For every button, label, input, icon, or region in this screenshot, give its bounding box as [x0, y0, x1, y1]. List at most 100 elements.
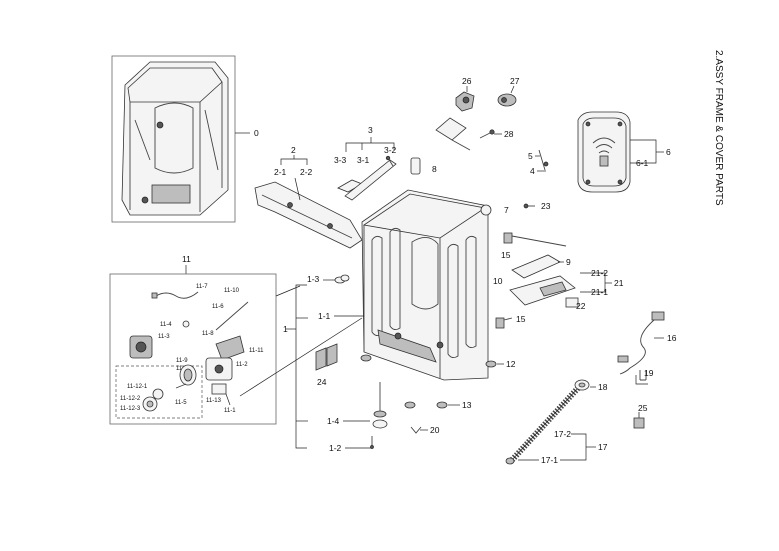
callout-25: 25 [638, 403, 648, 413]
callout-8: 8 [432, 164, 437, 174]
callout-11-8: 11-8 [202, 331, 214, 337]
callout-0: 0 [254, 128, 259, 138]
ring-11-4 [182, 320, 190, 328]
callout-26: 26 [462, 76, 472, 86]
callout-17-2: 17-2 [554, 429, 571, 439]
damper-1-4 [372, 382, 388, 429]
screw-3-2 [385, 155, 394, 167]
leg-12 [485, 360, 497, 368]
callout-27: 27 [510, 76, 520, 86]
callout-6: 6 [666, 147, 671, 157]
callout-13: 13 [462, 400, 472, 410]
clip-20 [410, 426, 422, 434]
component-25 [633, 412, 645, 429]
label-24 [315, 343, 338, 371]
drain-hose-17 [505, 385, 581, 465]
seal-11-12-parts [142, 388, 164, 412]
clip-19 [639, 370, 647, 381]
frame-assembly-complete [121, 61, 229, 216]
screw-23 [523, 203, 535, 209]
sub-assembly-11-12-box [115, 365, 203, 419]
callout-3: 3 [368, 125, 373, 135]
callout-17-1: 17-1 [541, 455, 558, 465]
callout-11-12-1: 11-12-1 [127, 384, 148, 390]
top-frame-bracket [254, 181, 363, 249]
rod-11-6 [215, 301, 249, 331]
callout-17: 17 [598, 442, 608, 452]
callout-11-3: 11-3 [158, 334, 170, 340]
callout-1: 1 [283, 324, 288, 334]
callout-6-1: 6-1 [636, 158, 649, 168]
callout-2: 2 [291, 145, 296, 155]
component-27 [497, 93, 517, 107]
bracket-11-13 [211, 383, 227, 395]
sensor-bracket [435, 117, 471, 151]
component-8 [410, 157, 421, 175]
callout-1-1: 1-1 [318, 311, 331, 321]
filter-11-12 [179, 364, 197, 386]
callout-1-4: 1-4 [327, 416, 340, 426]
callout-11-12-3: 11-12-3 [120, 406, 141, 412]
back-cover-6 [577, 111, 631, 193]
callout-28: 28 [504, 129, 514, 139]
callout-2-1: 2-1 [274, 167, 287, 177]
callout-11-10: 11-10 [224, 288, 240, 294]
callout-11-12-2: 11-12-2 [120, 396, 141, 402]
main-cabinet-frame [361, 189, 489, 381]
callout-2-2: 2-2 [300, 167, 313, 177]
callout-3-1: 3-1 [357, 155, 370, 165]
callout-11: 11 [182, 254, 191, 264]
wire-harness-11-7 [151, 291, 199, 299]
hose-clamp-18 [574, 379, 590, 391]
callout-22: 22 [576, 301, 586, 311]
callout-11-2: 11-2 [236, 362, 248, 368]
callout-7: 7 [504, 205, 509, 215]
component-26 [455, 91, 475, 112]
callout-1-2: 1-2 [329, 443, 342, 453]
callout-23: 23 [541, 201, 551, 211]
case-11-2 [205, 357, 233, 381]
cover-22 [565, 297, 579, 308]
callout-5: 5 [528, 151, 533, 161]
callout-15-lower: 15 [516, 314, 526, 324]
callout-11-11: 11-11 [249, 348, 264, 354]
callout-4: 4 [530, 166, 535, 176]
callout-10: 10 [493, 276, 503, 286]
callout-11-13: 11-13 [206, 398, 222, 404]
foot-1-2 [370, 436, 374, 449]
housing-10 [509, 275, 576, 306]
callout-11-5: 11-5 [175, 400, 187, 406]
callout-11-7: 11-7 [196, 284, 208, 290]
callout-11-6: 11-6 [212, 304, 224, 310]
callout-3-2: 3-2 [384, 145, 397, 155]
callout-21: 21 [614, 278, 624, 288]
callout-21-1: 21-1 [591, 287, 608, 297]
screw-28 [479, 129, 495, 139]
motor-11-11 [215, 335, 245, 361]
page-title: 2.ASSY FRAME & COVER PARTS [713, 50, 724, 206]
leg-13 [436, 401, 448, 409]
callout-9: 9 [566, 257, 571, 267]
component-5 [538, 149, 549, 171]
callout-1-3: 1-3 [307, 274, 320, 284]
callout-11-4: 11-4 [160, 322, 172, 328]
callout-20: 20 [430, 425, 440, 435]
part-11-5 [175, 383, 187, 389]
callout-11-9: 11-9 [176, 358, 188, 364]
sub-assembly-11-box [109, 273, 277, 425]
callout-12: 12 [506, 359, 516, 369]
callout-24: 24 [317, 377, 327, 387]
pump-11-9 [129, 335, 153, 359]
bracket-3-1 [344, 159, 397, 201]
callout-15-upper: 15 [501, 250, 511, 260]
frame-assembly-box [111, 55, 236, 223]
callout-21-2: 21-2 [591, 268, 608, 278]
hinge-15-lower [495, 317, 513, 329]
callout-16: 16 [667, 333, 677, 343]
power-cord-16 [617, 311, 665, 375]
housing-9 [511, 254, 561, 279]
component-7 [480, 204, 492, 216]
callout-3-3: 3-3 [334, 155, 347, 165]
callout-18: 18 [598, 382, 608, 392]
clip-1-3 [334, 274, 350, 284]
